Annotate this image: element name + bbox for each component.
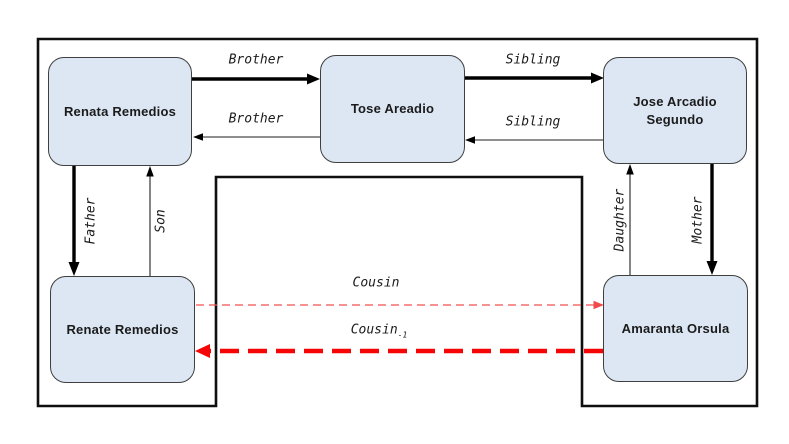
edge-brother-back: [193, 133, 320, 141]
node-jose-arcadio-segundo: Jose Arcadio Segundo: [603, 57, 747, 164]
edge-label-cousin-inverse-text: Cousin: [350, 322, 398, 338]
node-label: Amaranta Orsula: [621, 320, 730, 336]
edge-label-father: Father: [83, 197, 99, 245]
edge-sibling-forward: [465, 72, 604, 84]
edge-label-son: Son: [153, 209, 169, 233]
node-amaranta-orsula: Amaranta Orsula: [603, 275, 748, 382]
node-label: Tose Areadio: [350, 101, 435, 117]
edge-label-daughter: Daughter: [612, 188, 628, 252]
edge-label-sibling-back: Sibling: [505, 114, 561, 130]
edge-father: [68, 166, 80, 276]
edge-daughter: [626, 164, 634, 275]
frame-outline: [36, 37, 759, 408]
edge-son: [146, 166, 154, 276]
edge-label-mother: Mother: [690, 196, 706, 244]
edge-sibling-back: [465, 136, 604, 144]
edge-cousin: [196, 300, 604, 310]
node-renate-remedios: Renate Remedios: [50, 276, 195, 383]
edge-label-cousin: Cousin: [352, 275, 400, 291]
node-label: Renata Remedios: [63, 103, 177, 119]
edge-label-brother-forward: Brother: [228, 52, 284, 68]
edge-label-sibling-forward: Sibling: [505, 52, 561, 68]
edge-label-brother-back: Brother: [228, 111, 284, 127]
edge-label-cousin-inverse: Cousin-1: [351, 323, 408, 340]
edge-mother: [706, 164, 718, 275]
node-label: Renate Remedios: [66, 321, 179, 337]
node-renata-remedios: Renata Remedios: [48, 57, 192, 166]
edge-brother-forward: [192, 73, 320, 85]
edge-label-cousin-inverse-subscript: -1: [397, 330, 408, 340]
node-label: Jose Arcadio Segundo: [633, 93, 717, 127]
edge-cousin-inverse: [195, 344, 603, 358]
node-tose-areadio: Tose Areadio: [320, 55, 465, 163]
